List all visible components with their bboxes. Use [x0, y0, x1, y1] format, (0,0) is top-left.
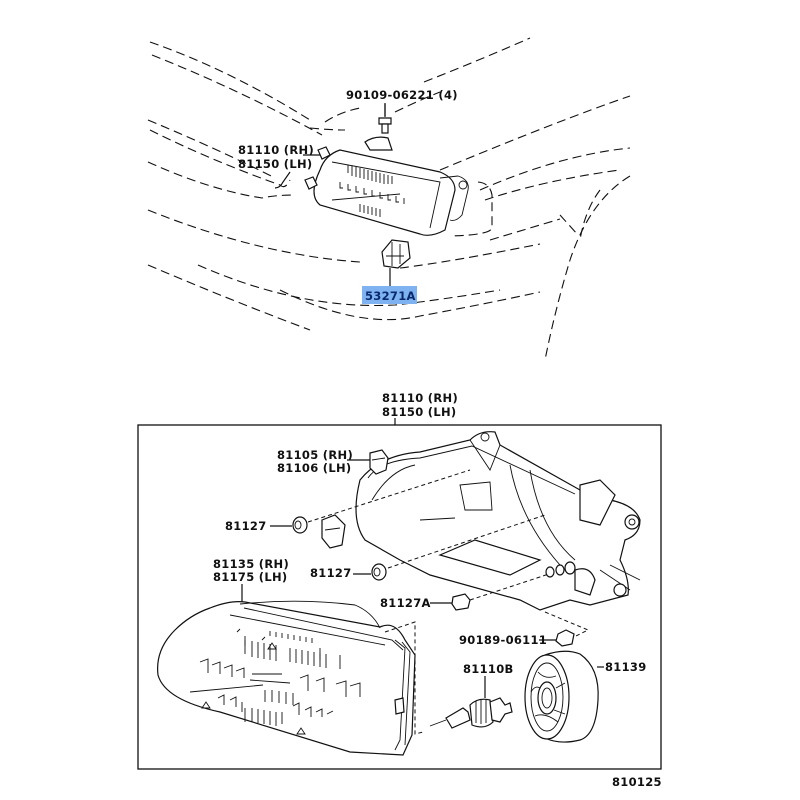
assembly-line — [469, 571, 556, 601]
headlamp-lens-icon[interactable] — [157, 600, 416, 756]
callout-81110b[interactable]: 81110B — [463, 662, 514, 676]
headlamp-housing-icon[interactable] — [355, 431, 641, 611]
retainer-icon[interactable] — [292, 516, 308, 534]
callout-81105-rh[interactable]: 81105 (RH) — [277, 448, 353, 462]
retainer-icon[interactable] — [371, 563, 387, 581]
vehicle-body-outline — [147, 37, 631, 361]
callout-81150-lh[interactable]: 81150 (LH) — [238, 157, 312, 171]
callout-90109-06221[interactable]: 90109-06221 (4) — [346, 88, 458, 102]
retainer-a-icon[interactable] — [451, 593, 471, 611]
callout-90189-06111[interactable]: 90189-06111 — [459, 633, 547, 647]
adjuster-screw-icon — [545, 561, 576, 578]
assembly-line — [307, 469, 471, 523]
nut-icon[interactable] — [555, 629, 575, 647]
bracket-icon[interactable] — [369, 449, 389, 475]
bulb-icon[interactable] — [429, 697, 513, 729]
callout-81127a[interactable]: 81127A — [380, 596, 431, 610]
callout-81127-second[interactable]: 81127 — [310, 566, 352, 580]
callout-81139[interactable]: 81139 — [605, 660, 647, 674]
callout-81106-lh[interactable]: 81106 (LH) — [277, 461, 351, 475]
bulb-cover-icon[interactable] — [524, 650, 599, 743]
headlamp-installed-icon[interactable] — [304, 136, 469, 236]
assembly-line — [384, 621, 424, 735]
side-mount-icon — [321, 514, 346, 549]
figure-number: 810125 — [612, 775, 662, 789]
callout-81135-rh[interactable]: 81135 (RH) — [213, 557, 289, 571]
assembly-line — [544, 611, 590, 638]
callout-assembly-81110-rh[interactable]: 81110 (RH) — [382, 391, 458, 405]
leader-line — [274, 171, 291, 189]
assembly-frame — [137, 424, 662, 770]
highlight-box — [362, 286, 417, 304]
callout-53271a[interactable]: 53271A — [365, 289, 416, 303]
callout-81127-first[interactable]: 81127 — [225, 519, 267, 533]
callout-81110-rh[interactable]: 81110 (RH) — [238, 143, 314, 157]
callout-assembly-81150-lh[interactable]: 81150 (LH) — [382, 405, 456, 419]
callout-81175-lh[interactable]: 81175 (LH) — [213, 570, 287, 584]
clip-icon[interactable] — [381, 239, 411, 269]
